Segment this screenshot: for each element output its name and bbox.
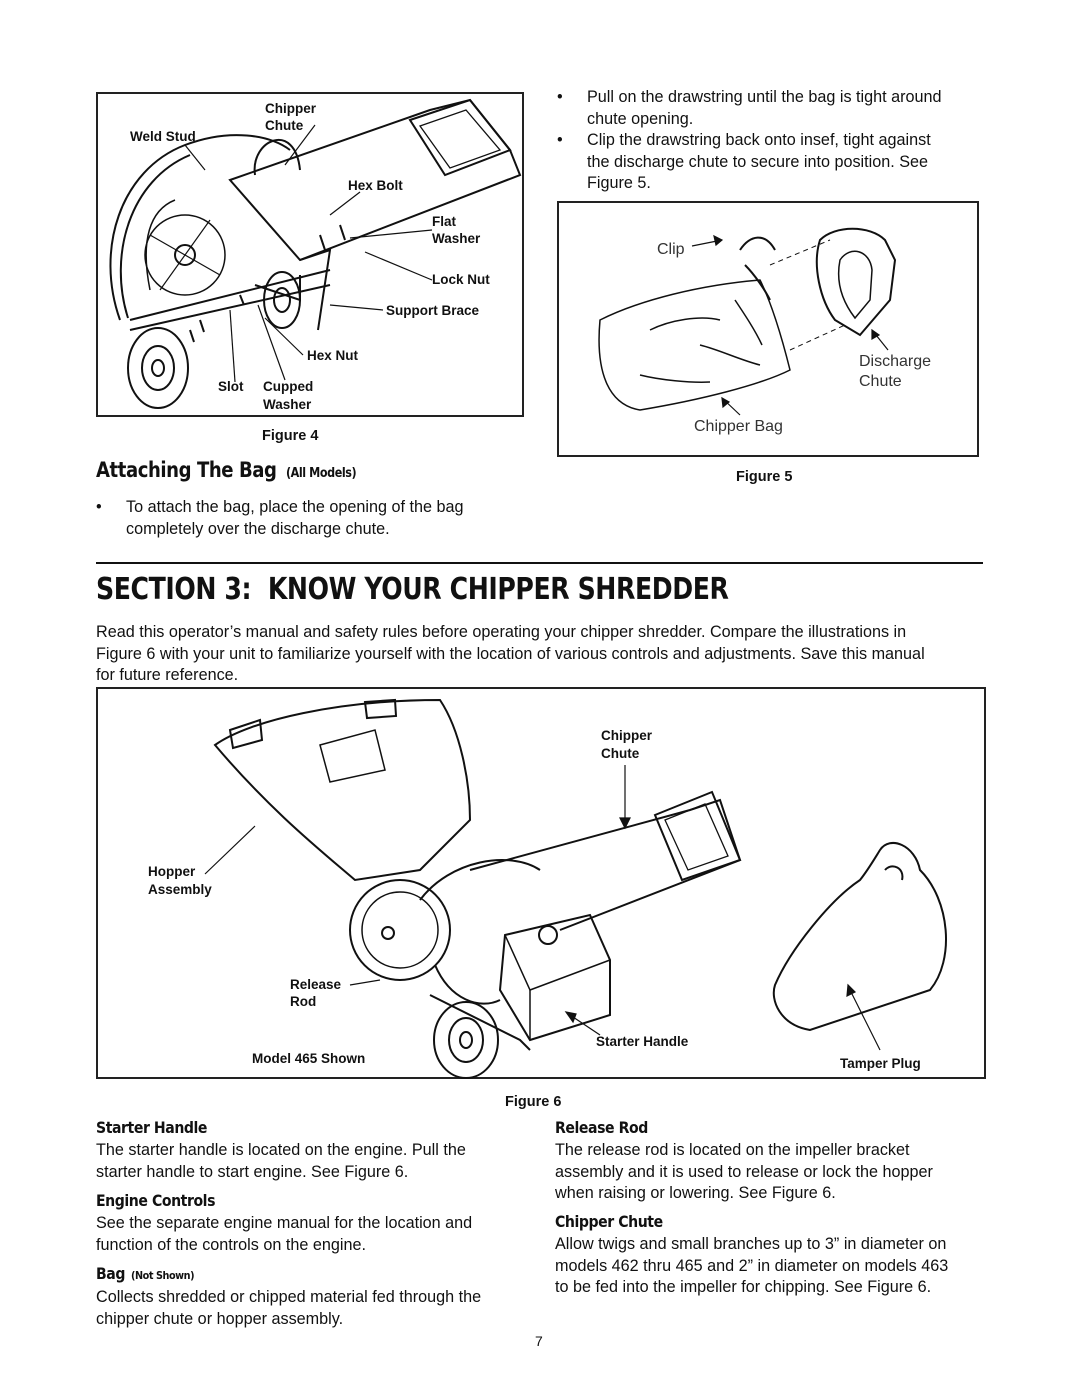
chipper-chute-line-1: Allow twigs and small branches up to 3” … xyxy=(555,1235,947,1253)
fig6-label-rod: Rod xyxy=(290,994,317,1009)
fig4-label-flat: Flat xyxy=(432,214,457,229)
chipper-chute-section: Chipper Chute Allow twigs and small bran… xyxy=(555,1212,985,1299)
figure-6-frame xyxy=(96,687,986,1079)
fig6-label-hopper: Hopper xyxy=(148,864,196,879)
chipper-chute-heading: Chipper Chute xyxy=(555,1212,663,1231)
bullet-dot: • xyxy=(557,131,563,149)
fig5-label-discharge: Discharge xyxy=(859,353,932,370)
attaching-bag-title: Attaching The Bag xyxy=(96,458,277,482)
fig6-label-model: Model 465 Shown xyxy=(252,1051,366,1066)
attaching-bullet-line-1: To attach the bag, place the opening of … xyxy=(126,498,464,516)
bag-heading: Bag xyxy=(96,1264,125,1283)
figure-5-frame xyxy=(557,201,979,457)
fig4-label-chipper: Chipper xyxy=(265,101,317,116)
fig4-label-washer: Washer xyxy=(432,231,481,246)
bullet-dot: • xyxy=(96,498,102,516)
release-rod-line-2: assembly and it is used to release or lo… xyxy=(555,1162,933,1181)
right-bullet-2-line-1: Clip the drawstring back onto insef, tig… xyxy=(587,131,931,149)
figure-5-caption: Figure 5 xyxy=(736,469,793,485)
engine-controls-section: Engine Controls See the separate engine … xyxy=(96,1191,526,1256)
starter-handle-line-1: The starter handle is located on the eng… xyxy=(96,1141,466,1159)
fig4-label-hex-nut: Hex Nut xyxy=(307,348,359,363)
fig4-label-cupped: Cupped xyxy=(263,379,314,394)
starter-handle-line-2: starter handle to start engine. See Figu… xyxy=(96,1162,409,1181)
bag-section: Bag (Not Shown) Collects shredded or chi… xyxy=(96,1264,526,1330)
fig6-label-chute: Chute xyxy=(601,746,640,761)
engine-controls-heading: Engine Controls xyxy=(96,1191,216,1210)
engine-controls-line-1: See the separate engine manual for the l… xyxy=(96,1214,473,1232)
fig4-label-weld-stud: Weld Stud xyxy=(130,129,196,144)
figure-4-caption: Figure 4 xyxy=(262,428,319,444)
fig6-label-assembly: Assembly xyxy=(148,882,212,897)
fig4-label-cupped-washer: Washer xyxy=(263,397,312,412)
section-3-intro: Read this operator’s manual and safety r… xyxy=(96,622,925,687)
attaching-bullet-line-2: completely over the discharge chute. xyxy=(126,519,390,538)
fig6-label-chipper: Chipper xyxy=(601,728,653,743)
fig4-label-support-brace: Support Brace xyxy=(386,303,480,318)
starter-handle-section: Starter Handle The starter handle is loc… xyxy=(96,1118,526,1183)
bag-line-2: chipper chute or hopper assembly. xyxy=(96,1309,344,1328)
fig6-label-tamper-plug: Tamper Plug xyxy=(840,1056,921,1071)
right-bullet-1-line-2: chute opening. xyxy=(587,109,694,128)
page-number: 7 xyxy=(535,1333,543,1349)
right-bullet-2-line-3: Figure 5. xyxy=(587,174,651,192)
chipper-chute-line-2: models 462 thru 465 and 2” in diameter o… xyxy=(555,1256,949,1275)
fig4-label-slot: Slot xyxy=(218,379,244,394)
right-bullet-1-line-1: Pull on the drawstring until the bag is … xyxy=(587,88,942,106)
section-3-title: SECTION 3: KNOW YOUR CHIPPER SHREDDER xyxy=(96,572,849,607)
release-rod-section: Release Rod The release rod is located o… xyxy=(555,1118,985,1205)
section-divider xyxy=(96,562,983,564)
chipper-chute-line-3: to be fed into the impeller for chipping… xyxy=(555,1278,932,1296)
bag-line-1: Collects shredded or chipped material fe… xyxy=(96,1288,482,1306)
fig4-label-lock-nut: Lock Nut xyxy=(432,272,490,287)
fig4-label-chute: Chute xyxy=(265,118,304,133)
fig6-label-starter-handle: Starter Handle xyxy=(596,1034,689,1049)
release-rod-heading: Release Rod xyxy=(555,1118,648,1137)
figure-6-caption: Figure 6 xyxy=(505,1094,562,1110)
bullet-dot: • xyxy=(557,88,563,106)
intro-line-1: Read this operator’s manual and safety r… xyxy=(96,623,907,641)
release-rod-line-3: when raising or lowering. See Figure 6. xyxy=(555,1184,836,1202)
bag-heading-note: (Not Shown) xyxy=(131,1269,195,1282)
attaching-bag-heading: Attaching The Bag (All Models) xyxy=(96,458,368,482)
intro-line-3: for future reference. xyxy=(96,666,239,684)
intro-line-2: Figure 6 with your unit to familiarize y… xyxy=(96,644,925,663)
attaching-bag-note: (All Models) xyxy=(286,466,357,481)
release-rod-line-1: The release rod is located on the impell… xyxy=(555,1141,910,1159)
section-3-title-text: SECTION 3: KNOW YOUR CHIPPER SHREDDER xyxy=(96,572,729,607)
engine-controls-line-2: function of the controls on the engine. xyxy=(96,1235,366,1254)
fig6-label-release: Release xyxy=(290,977,342,992)
fig4-label-hex-bolt: Hex Bolt xyxy=(348,178,403,193)
right-bullet-2-line-2: the discharge chute to secure into posit… xyxy=(587,152,929,171)
starter-handle-heading: Starter Handle xyxy=(96,1118,208,1137)
fig5-label-chute: Chute xyxy=(859,373,902,390)
fig5-label-clip: Clip xyxy=(657,241,685,258)
figure-4-frame xyxy=(96,92,524,417)
fig5-label-chipper-bag: Chipper Bag xyxy=(694,418,783,435)
